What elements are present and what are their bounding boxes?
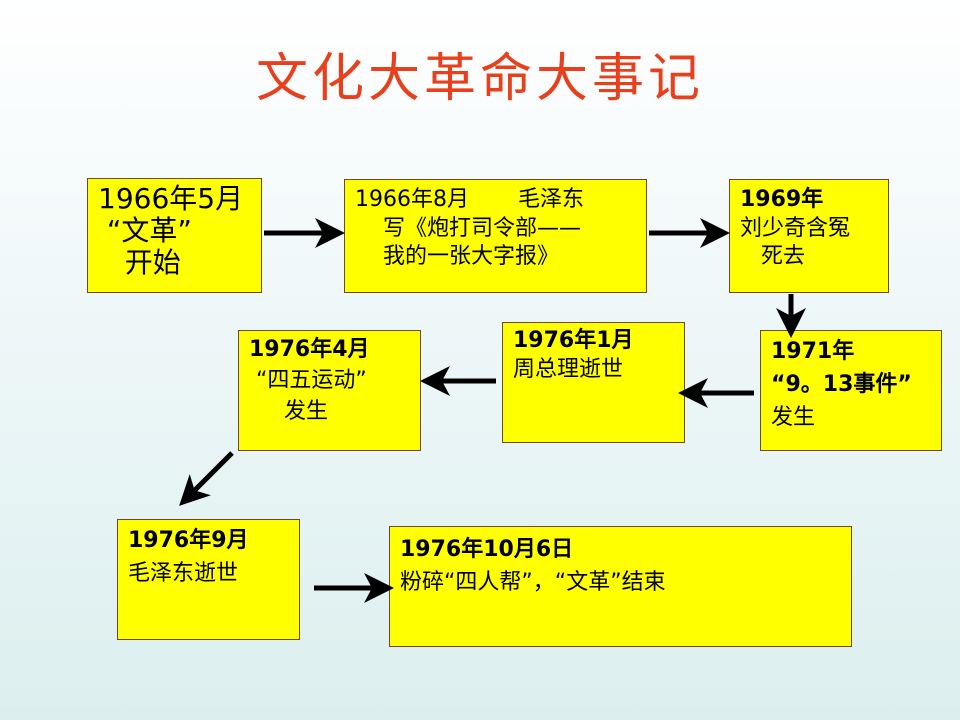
event-line: 1966年5月: [98, 182, 244, 215]
event-box-1976-sep: 1976年9月 毛泽东逝世: [117, 519, 300, 640]
event-line: “四五运动”: [249, 367, 367, 393]
event-line: 发生: [249, 398, 328, 424]
event-box-1976-oct: 1976年10月6日 粉碎“四人帮”，“文革”结束: [389, 526, 852, 647]
page-title: 文化大革命大事记: [255, 49, 704, 109]
event-line: 死去: [740, 244, 805, 270]
event-line: 刘少奇含冤: [740, 215, 851, 241]
event-box-1971: 1971年 “9。13事件” 发生: [760, 330, 942, 451]
event-line: 1976年9月: [128, 528, 249, 553]
event-line: “文革”: [98, 214, 192, 248]
event-line: 我的一张大字报》: [355, 244, 559, 270]
event-line: 周总理逝世: [513, 356, 624, 382]
event-line: 1976年1月: [513, 328, 634, 353]
event-box-1976-jan: 1976年1月 周总理逝世: [502, 322, 685, 443]
event-line: “9。13事件”: [771, 372, 912, 397]
event-line: 毛泽东逝世: [128, 561, 239, 586]
event-line: 1976年4月: [249, 337, 370, 362]
event-line: 1966年8月 毛泽东: [355, 187, 584, 212]
event-box-1969: 1969年 刘少奇含冤 死去: [729, 179, 889, 293]
event-line: 发生: [771, 405, 816, 430]
event-line: 1969年: [740, 187, 824, 212]
event-line: 粉碎“四人帮”，“文革”结束: [400, 570, 666, 595]
arrow-6-to-7: [179, 451, 234, 506]
event-line: 1976年10月6日: [400, 537, 574, 562]
event-line: 开始: [98, 246, 181, 280]
event-box-1976-apr: 1976年4月 “四五运动” 发生: [238, 330, 421, 451]
event-line: 写《炮打司令部——: [355, 215, 581, 241]
event-box-1966-aug: 1966年8月 毛泽东 写《炮打司令部—— 我的一张大字报》: [344, 179, 647, 293]
event-line: 1971年: [771, 339, 855, 364]
event-box-1966-may: 1966年5月 “文革” 开始: [87, 178, 262, 293]
